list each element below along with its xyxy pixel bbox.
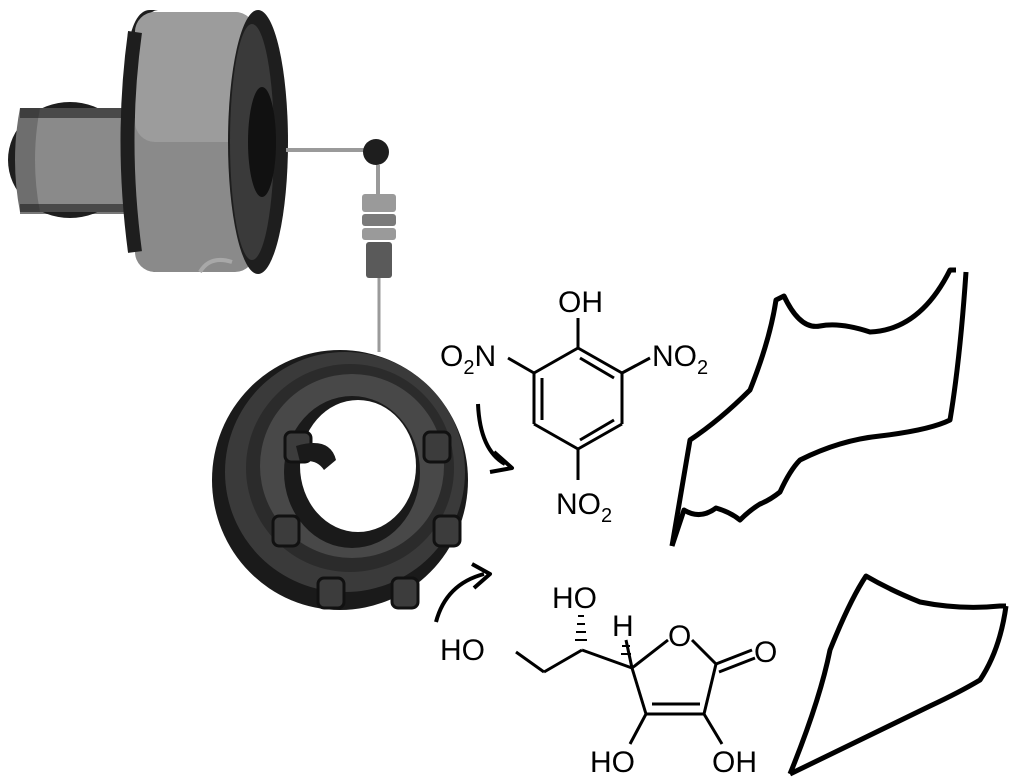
arrow-to-picric — [476, 403, 514, 474]
picric-no2-bottom-label: NO2 — [556, 488, 612, 527]
picric-acid-structure: OH O2N NO2 NO2 — [440, 286, 708, 527]
picric-oh-label: OH — [558, 286, 603, 319]
ascorbic-ho-left-label: HO — [440, 634, 485, 667]
ascorbic-o-ring-label: O — [668, 620, 691, 653]
ascorbic-o-carbonyl-label: O — [754, 636, 777, 669]
filament-guide-icon — [363, 139, 389, 165]
electrochemical-cell-icon — [212, 350, 468, 610]
voltammogram-bottom — [787, 573, 1009, 777]
picric-no2-right-label: NO2 — [652, 340, 708, 379]
ascorbic-oh-bottom-label: OH — [712, 746, 757, 779]
printer-nozzle-icon — [362, 194, 396, 352]
filament-spool-icon — [8, 10, 288, 274]
ascorbic-ho-top-label: HO — [552, 582, 597, 615]
arrow-to-ascorbic — [434, 562, 492, 623]
ascorbic-acid-structure: HO H HO O O HO OH — [440, 582, 777, 779]
ascorbic-ho-bottom-label: HO — [590, 746, 635, 779]
picric-no2-left-label: O2N — [440, 340, 496, 379]
ascorbic-h-label: H — [612, 610, 634, 643]
voltammogram-top — [669, 267, 969, 547]
